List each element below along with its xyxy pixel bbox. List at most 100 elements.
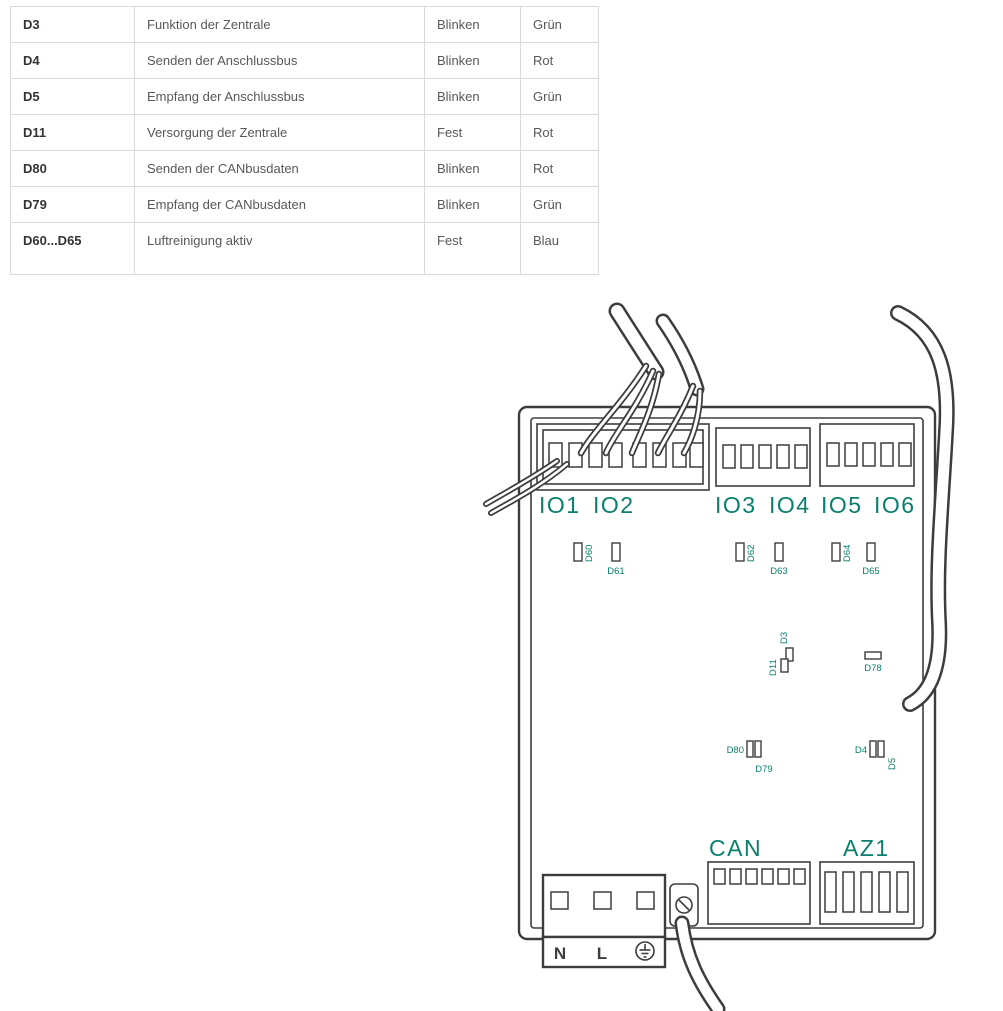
led-id: D5 — [10, 78, 135, 115]
led-mode: Blinken — [424, 78, 521, 115]
led-id: D3 — [10, 6, 135, 43]
strain-relief — [669, 883, 699, 927]
io4-label: IO4 — [769, 492, 811, 518]
terminal-slot — [636, 891, 655, 910]
table-row: D80 Senden der CANbusdaten Blinken Rot — [10, 150, 599, 187]
led-color: Rot — [520, 150, 599, 187]
terminal-slot — [689, 442, 704, 468]
terminal-slot — [842, 871, 855, 913]
led-mode: Blinken — [424, 150, 521, 187]
io2-label: IO2 — [593, 492, 635, 518]
led-color: Grün — [520, 78, 599, 115]
led-desc: Luftreinigung aktiv — [134, 222, 425, 275]
led-d63 — [774, 542, 784, 562]
led-d3 — [785, 647, 794, 662]
status-leds-lower: D80 D79 D4 D5 — [727, 740, 898, 775]
led-mode: Blinken — [424, 42, 521, 79]
table-row: D79 Empfang der CANbusdaten Blinken Grün — [10, 186, 599, 223]
led-color: Rot — [520, 114, 599, 151]
led-d80-label: D80 — [727, 745, 744, 756]
terminal-slot — [860, 871, 873, 913]
status-leds-center: D3 D11 D78 — [768, 632, 882, 676]
led-d65-label: D65 — [862, 566, 879, 577]
led-d11 — [780, 658, 789, 673]
led-d78 — [864, 651, 882, 660]
led-desc: Senden der CANbusdaten — [134, 150, 425, 187]
led-desc: Versorgung der Zentrale — [134, 114, 425, 151]
power-terminal: N L — [541, 873, 667, 969]
terminal-slot — [826, 442, 840, 467]
terminal-slot — [758, 444, 772, 469]
led-d63-label: D63 — [770, 566, 787, 577]
terminal-slot — [745, 868, 758, 885]
led-d11-label: D11 — [768, 659, 779, 676]
led-d62 — [735, 542, 745, 562]
terminal-slot — [608, 442, 623, 468]
led-mode: Fest — [424, 222, 521, 275]
led-color: Rot — [520, 42, 599, 79]
terminal-slot — [761, 868, 774, 885]
neutral-label: N — [554, 944, 566, 963]
led-d64-label: D64 — [842, 545, 853, 562]
led-d60 — [573, 542, 583, 562]
terminal-slot — [713, 868, 726, 885]
led-d5-label: D5 — [887, 758, 898, 770]
led-d79-label: D79 — [755, 764, 772, 775]
led-color: Grün — [520, 6, 599, 43]
led-mode: Fest — [424, 114, 521, 151]
earth-ground-icon — [635, 941, 655, 961]
terminal-slot — [722, 444, 736, 469]
table-row: D11 Versorgung der Zentrale Fest Rot — [10, 114, 599, 151]
led-desc: Empfang der CANbusdaten — [134, 186, 425, 223]
led-id: D4 — [10, 42, 135, 79]
led-d4-label: D4 — [855, 745, 867, 756]
led-d62-label: D62 — [746, 545, 757, 562]
led-d4 — [869, 740, 877, 758]
line-label: L — [597, 944, 607, 963]
terminal-slot — [550, 891, 569, 910]
terminal-slot — [593, 891, 612, 910]
io-labels: IO1 IO2 IO3 IO4 IO5 IO6 — [539, 492, 914, 518]
led-id: D11 — [10, 114, 135, 151]
led-d65 — [866, 542, 876, 562]
led-id: D60...D65 — [10, 222, 135, 275]
terminal-slot — [862, 442, 876, 467]
bottom-connectors: CAN AZ1 — [707, 835, 915, 925]
led-d61-label: D61 — [607, 566, 624, 577]
terminal-slot — [729, 868, 742, 885]
led-d61 — [611, 542, 621, 562]
led-desc: Empfang der Anschlussbus — [134, 78, 425, 115]
led-d64 — [831, 542, 841, 562]
device-inner-outline — [530, 417, 924, 929]
terminal-slot — [794, 444, 808, 469]
table-row: D5 Empfang der Anschlussbus Blinken Grün — [10, 78, 599, 115]
led-color: Blau — [520, 222, 599, 275]
terminal-slot — [793, 868, 806, 885]
led-desc: Senden der Anschlussbus — [134, 42, 425, 79]
cables — [483, 302, 955, 1011]
table-row: D4 Senden der Anschlussbus Blinken Rot — [10, 42, 599, 79]
terminal-slot — [844, 442, 858, 467]
terminal-slot — [777, 868, 790, 885]
led-mode: Blinken — [424, 186, 521, 223]
az1-label: AZ1 — [843, 835, 890, 861]
terminal-slot — [588, 442, 603, 468]
led-d80 — [746, 740, 754, 758]
can-label: CAN — [709, 835, 762, 861]
terminal-slot — [740, 444, 754, 469]
io3-label: IO3 — [715, 492, 757, 518]
led-d3-label: D3 — [779, 632, 790, 644]
table-row: D60...D65 Luftreinigung aktiv Fest Blau — [10, 222, 599, 275]
terminal-slot — [880, 442, 894, 467]
led-d5 — [877, 740, 885, 758]
status-leds-top: D60 D61 D62 D63 D64 D65 — [573, 542, 880, 577]
terminal-slot — [878, 871, 891, 913]
io1-label: IO1 — [539, 492, 581, 518]
led-d78-label: D78 — [864, 663, 881, 674]
led-d60-label: D60 — [584, 545, 595, 562]
terminal-slot — [896, 871, 909, 913]
terminal-slot — [824, 871, 837, 913]
led-id: D79 — [10, 186, 135, 223]
